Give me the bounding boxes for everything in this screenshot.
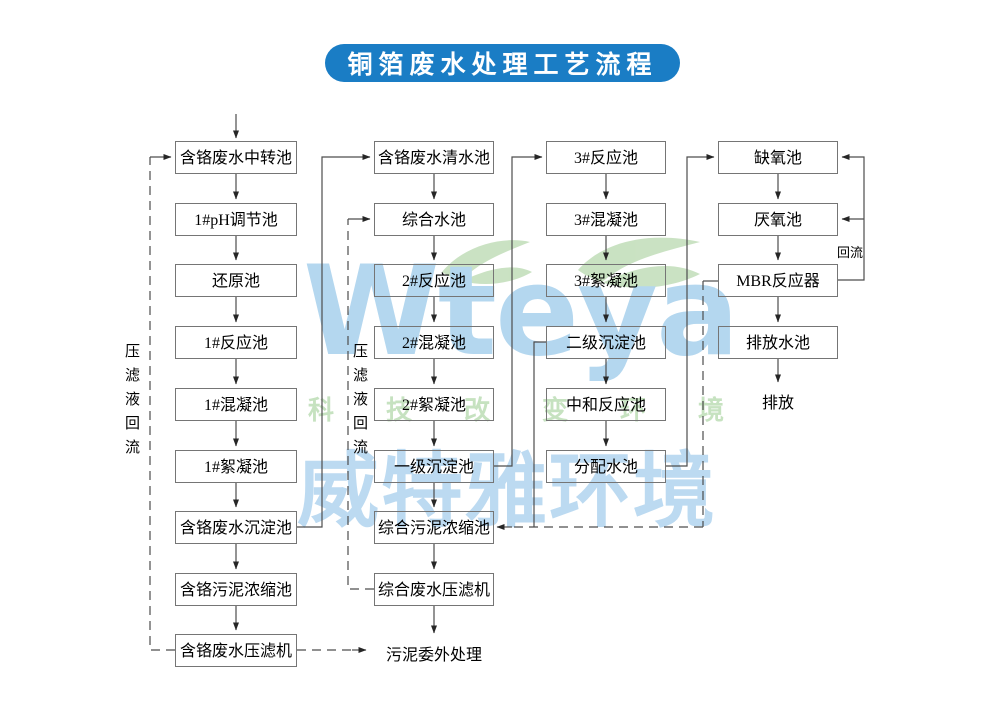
edge-press2-return-dash (347, 219, 374, 590)
node-coagulation-tank-3: 3#混凝池 (546, 203, 666, 236)
edge-chrome-sed-to-clear (297, 154, 371, 528)
node-chrome-sediment-tank: 含铬废水沉淀池 (175, 511, 297, 544)
node-comprehensive-tank: 综合水池 (374, 203, 494, 236)
node-anoxic-tank: 缺氧池 (718, 141, 838, 174)
node-secondary-sediment-tank: 二级沉淀池 (546, 326, 666, 359)
reflux-label: 回流 (837, 245, 864, 260)
node-flocculation-tank-1: 1#絮凝池 (175, 450, 297, 483)
node-comp-filter-press: 综合废水压滤机 (374, 573, 494, 606)
node-anaerobic-tank: 厌氧池 (718, 203, 838, 236)
node-ph-adjust-tank-1: 1#pH调节池 (175, 203, 297, 236)
node-chrome-sludge-thickener: 含铬污泥浓缩池 (175, 573, 297, 606)
edge-dist-to-anoxic (666, 154, 715, 467)
node-coagulation-tank-2: 2#混凝池 (374, 326, 494, 359)
edge-sed1-to-3reaction (494, 154, 543, 467)
node-chrome-filter-press: 含铬废水压滤机 (175, 634, 297, 667)
sludge-external-label: 污泥委外处理 (386, 647, 483, 664)
press-filtrate-return-label-1: 压滤液回流 (123, 343, 139, 463)
edge-sed2-sludge-down (533, 341, 546, 527)
node-mbr-reactor: MBR反应器 (718, 264, 838, 297)
node-coagulation-tank-1: 1#混凝池 (175, 388, 297, 421)
node-flocculation-tank-3: 3#絮凝池 (546, 264, 666, 297)
node-chrome-clear-tank: 含铬废水清水池 (374, 141, 494, 174)
node-reaction-tank-3: 3#反应池 (546, 141, 666, 174)
node-discharge-tank: 排放水池 (718, 326, 838, 359)
node-neutralization-tank: 中和反应池 (546, 388, 666, 421)
node-distribution-tank: 分配水池 (546, 450, 666, 483)
node-reaction-tank-2: 2#反应池 (374, 264, 494, 297)
edge-press1-return-dash (149, 157, 175, 651)
node-primary-sediment-tank: 一级沉淀池 (374, 450, 494, 483)
title-banner: 铜箔废水处理工艺流程 (325, 44, 680, 82)
page-title: 铜箔废水处理工艺流程 (347, 51, 658, 79)
node-reaction-tank-1: 1#反应池 (175, 326, 297, 359)
node-comp-sludge-thickener: 综合污泥浓缩池 (374, 511, 494, 544)
node-reduction-tank: 还原池 (175, 264, 297, 297)
node-flocculation-tank-2: 2#絮凝池 (374, 388, 494, 421)
node-chrome-transfer-tank: 含铬废水中转池 (175, 141, 297, 174)
press-filtrate-return-label-2: 压滤液回流 (351, 343, 367, 463)
discharge-label: 排放 (761, 395, 794, 412)
